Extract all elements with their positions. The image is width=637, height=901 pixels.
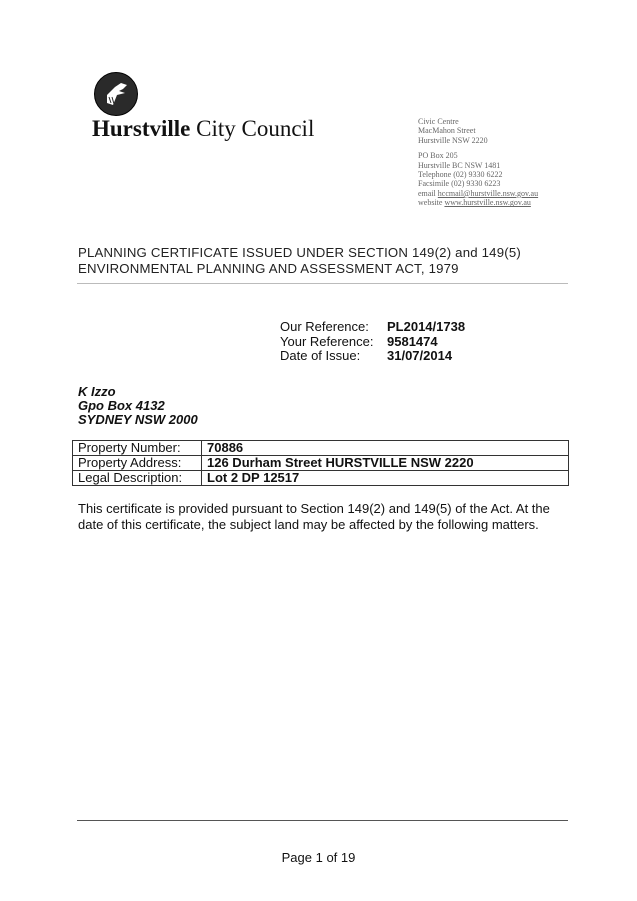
our-reference-label: Our Reference: <box>280 319 369 334</box>
council-name-rest: City Council <box>196 116 315 141</box>
address-line: Hurstville NSW 2220 <box>418 135 488 145</box>
your-reference-value: 9581474 <box>387 333 438 349</box>
addressee-line: SYDNEY NSW 2000 <box>78 412 198 427</box>
table-row: Property Address:126 Durham Street HURST… <box>72 455 569 471</box>
your-reference-label: Your Reference: <box>280 333 374 349</box>
certificate-heading: PLANNING CERTIFICATE ISSUED UNDER SECTIO… <box>78 245 521 277</box>
intro-paragraph: This certificate is provided pursuant to… <box>78 501 550 532</box>
email-label: email <box>418 188 436 198</box>
council-name-bold: Hurstville <box>92 116 191 141</box>
address-line: Civic Centre <box>418 117 459 126</box>
council-name: Hurstville City Council <box>92 116 314 142</box>
footer-divider <box>77 820 568 821</box>
page-number: Page 1 of 19 <box>281 850 356 865</box>
table-row: Legal Description:Lot 2 DP 12517 <box>72 470 569 486</box>
telephone: Telephone (02) 9330 6222 <box>418 170 503 180</box>
date-of-issue-value: 31/07/2014 <box>387 348 453 363</box>
heading-line-2: ENVIRONMENTAL PLANNING AND ASSESSMENT AC… <box>78 261 459 276</box>
addressee-line: Gpo Box 4132 <box>78 398 165 413</box>
website-link[interactable]: www.hurstville.nsw.gov.au <box>444 198 531 208</box>
legal-description-value: Lot 2 DP 12517 <box>201 470 569 486</box>
property-number-value: 70886 <box>201 440 569 456</box>
address-line: MacMahon Street <box>418 126 476 136</box>
council-logo-icon <box>94 72 138 116</box>
reference-block: Our Reference: PL2014/1738 Your Reference… <box>280 319 466 364</box>
addressee-block: K Izzo Gpo Box 4132 SYDNEY NSW 2000 <box>78 385 198 427</box>
table-row: Property Number:70886 <box>72 440 569 456</box>
website-label: website <box>418 198 443 208</box>
our-reference-value: PL2014/1738 <box>387 319 466 334</box>
facsimile: Facsimile (02) 9330 6223 <box>418 179 501 189</box>
property-address-value: 126 Durham Street HURSTVILLE NSW 2220 <box>201 455 569 471</box>
property-table: Property Number:70886 Property Address:1… <box>72 440 569 486</box>
property-number-label: Property Number: <box>72 440 202 456</box>
heading-line-1: PLANNING CERTIFICATE ISSUED UNDER SECTIO… <box>78 245 521 260</box>
postal-line: Hurstville BC NSW 1481 <box>418 160 501 170</box>
property-address-label: Property Address: <box>72 455 202 471</box>
legal-description-label: Legal Description: <box>72 470 202 486</box>
council-address-block: Civic Centre MacMahon Street Hurstville … <box>418 117 538 208</box>
date-of-issue-label: Date of Issue: <box>280 348 361 363</box>
addressee-name: K Izzo <box>78 384 116 399</box>
heading-divider <box>77 283 568 284</box>
email-link[interactable]: hccmail@hurstville.nsw.gov.au <box>437 188 539 198</box>
postal-line: PO Box 205 <box>418 151 458 161</box>
